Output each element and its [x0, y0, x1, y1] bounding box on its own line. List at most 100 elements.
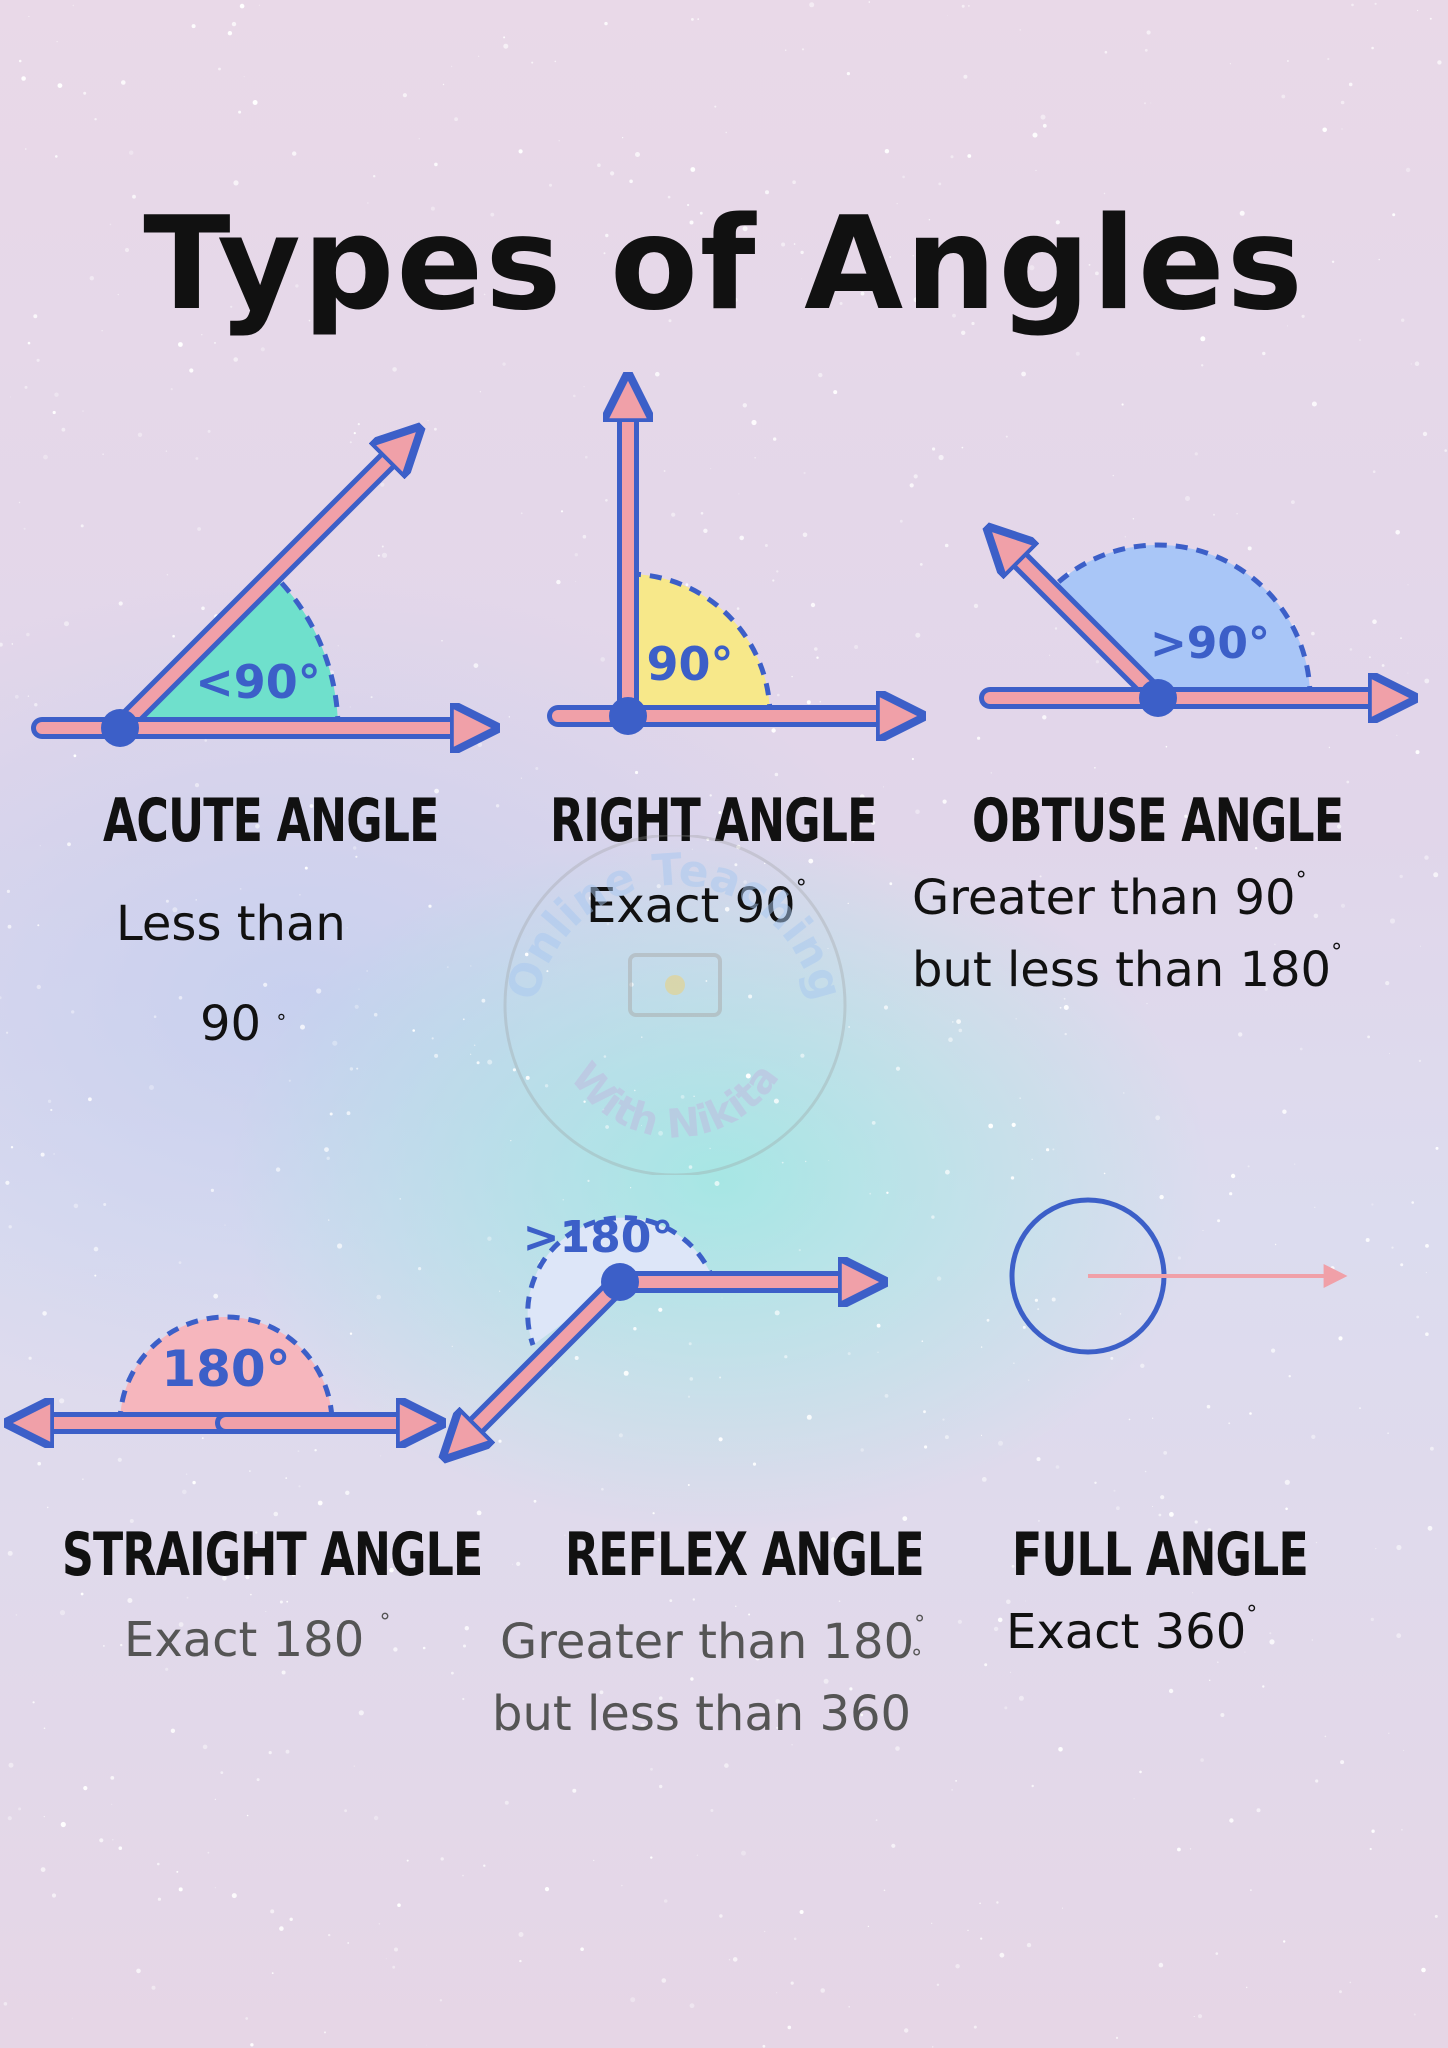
sparkle [349, 1067, 354, 1071]
sparkle [1236, 513, 1238, 515]
sparkle [9, 396, 11, 398]
sparkle [239, 888, 242, 890]
sparkle [605, 1125, 609, 1129]
sparkle [1229, 1818, 1234, 1823]
sparkle [94, 118, 97, 121]
sparkle [1395, 530, 1400, 535]
sparkle [895, 1746, 900, 1751]
sparkle [1367, 1035, 1370, 1039]
sparkle [847, 902, 849, 905]
sparkle [868, 1, 871, 3]
sparkle [275, 1167, 281, 1172]
sparkle [137, 432, 143, 437]
sparkle [688, 1342, 692, 1346]
sparkle [1437, 60, 1442, 65]
sparkle [1349, 1981, 1352, 1984]
sparkle [814, 647, 818, 651]
sparkle [655, 371, 660, 377]
sparkle [292, 151, 297, 156]
sparkle [147, 926, 152, 931]
sparkle [487, 1236, 492, 1241]
sparkle [1262, 1685, 1265, 1688]
sparkle [1372, 619, 1377, 624]
sparkle [442, 83, 445, 86]
sparkle [801, 278, 802, 280]
sparkle [1311, 1639, 1313, 1641]
sparkle [245, 1575, 250, 1580]
sparkle [1228, 1422, 1231, 1425]
sparkle [800, 250, 804, 255]
sparkle [928, 219, 931, 221]
sparkle [1274, 1243, 1277, 1246]
sparkle [463, 1644, 466, 1648]
sparkle [255, 1531, 258, 1534]
sparkle [1026, 1942, 1032, 1948]
sparkle [1341, 128, 1343, 130]
sparkle [346, 927, 348, 929]
sparkle [337, 645, 339, 647]
sparkle [980, 1937, 983, 1940]
sparkle [1119, 1313, 1122, 1315]
sparkle [1388, 1053, 1390, 1055]
sparkle [43, 1727, 46, 1730]
sparkle [165, 450, 168, 452]
sparkle [1206, 1404, 1211, 1409]
sparkle [353, 846, 357, 850]
sparkle [973, 603, 979, 609]
sparkle [281, 1670, 286, 1675]
sparkle [700, 512, 704, 515]
sparkle [719, 1914, 723, 1918]
right-desc: Exact 90° [586, 876, 807, 934]
sparkle [358, 988, 360, 990]
sparkle [389, 1567, 394, 1573]
sparkle [764, 862, 766, 865]
sparkle [476, 1061, 480, 1065]
sparkle [1201, 364, 1204, 367]
sparkle [233, 357, 238, 362]
sparkle [833, 390, 838, 395]
sparkle [28, 1356, 32, 1360]
sparkle [94, 1274, 97, 1277]
sparkle [1283, 1940, 1286, 1943]
sparkle [706, 838, 710, 841]
sparkle [1051, 1297, 1056, 1302]
sparkle [680, 1095, 685, 1099]
sparkle [1413, 2013, 1416, 2016]
sparkle [802, 532, 808, 538]
sparkle [24, 385, 28, 389]
sparkle [1103, 192, 1106, 195]
sparkle [1229, 1192, 1233, 1196]
sparkle [220, 1771, 224, 1774]
sparkle [1375, 1548, 1377, 1550]
sparkle [1331, 260, 1335, 263]
sparkle [629, 179, 633, 184]
sparkle [963, 74, 968, 79]
sparkle [1094, 767, 1096, 769]
sparkle [984, 1663, 988, 1667]
sparkle [316, 988, 322, 994]
sparkle [1059, 1006, 1062, 1009]
sparkle [997, 1617, 1003, 1623]
sparkle [773, 437, 777, 441]
sparkle [810, 602, 816, 608]
sparkle [32, 1701, 35, 1704]
sparkle [724, 1763, 729, 1768]
sparkle [896, 291, 898, 293]
sparkle [668, 319, 672, 323]
sparkle [601, 1487, 604, 1491]
sparkle [118, 601, 123, 606]
sparkle [808, 858, 814, 864]
sparkle [446, 966, 449, 968]
sparkle [1322, 127, 1327, 133]
right-arc-fill [628, 574, 770, 716]
sparkle [121, 80, 126, 85]
watermark-text-bottom: With Nikita [561, 1054, 788, 1148]
sparkle [1311, 401, 1317, 407]
sparkle [1042, 123, 1047, 128]
sparkle [1427, 1525, 1433, 1531]
sparkle [1151, 1506, 1153, 1507]
sparkle [82, 1478, 84, 1480]
sparkle [1274, 264, 1277, 266]
sparkle [748, 1613, 751, 1616]
sparkle [105, 1573, 110, 1577]
